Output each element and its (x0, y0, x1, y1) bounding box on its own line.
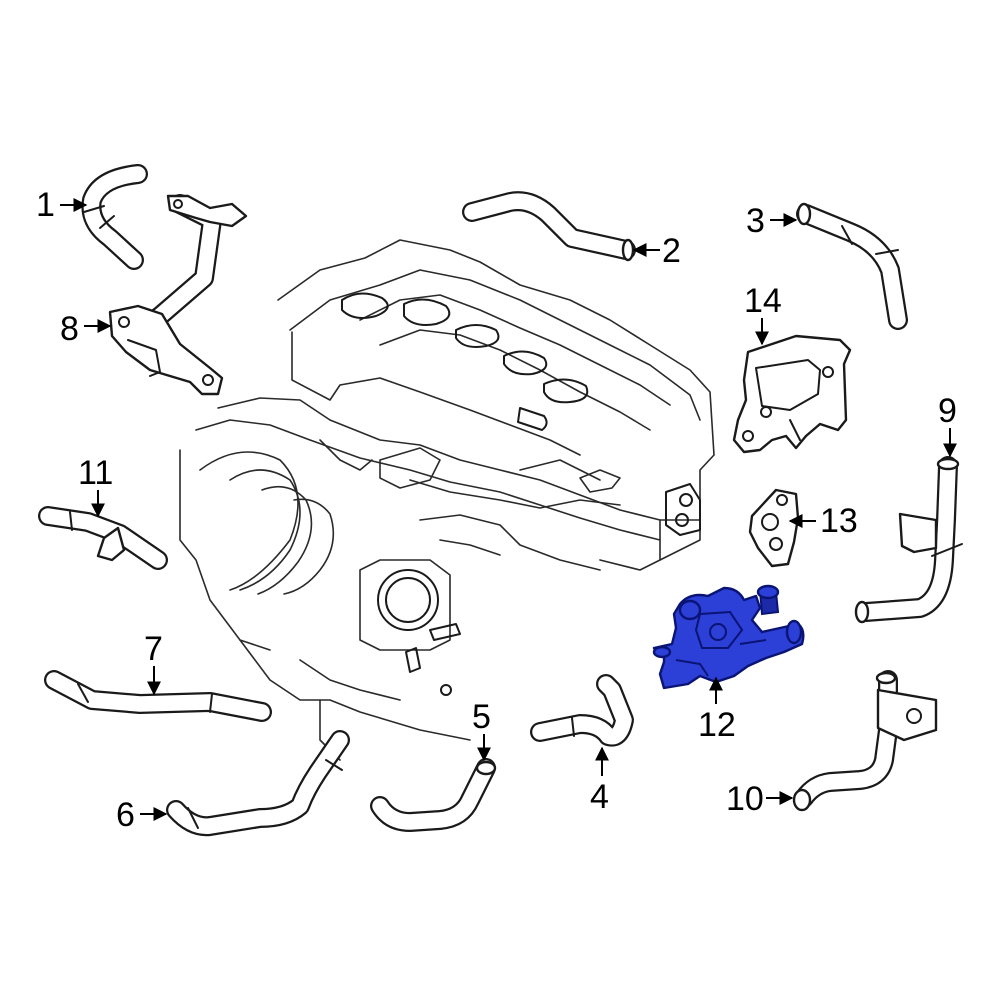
callout-12: 12 (698, 676, 736, 744)
part-12-water-outlet-highlighted (652, 584, 805, 690)
callout-7: 7 (144, 630, 163, 696)
part-8-pipe-bracket (108, 194, 248, 396)
svg-text:4: 4 (590, 778, 609, 816)
engine-assembly (179, 239, 715, 761)
svg-text:2: 2 (662, 232, 681, 270)
callout-3: 3 (746, 202, 798, 240)
svg-text:1: 1 (36, 186, 55, 224)
callout-6: 6 (116, 796, 168, 834)
svg-text:13: 13 (820, 502, 858, 540)
callout-11: 11 (78, 454, 113, 518)
part-4-hose (530, 674, 634, 747)
callout-8: 8 (60, 310, 112, 348)
callout-5: 5 (472, 698, 491, 762)
svg-text:5: 5 (472, 698, 491, 736)
callouts: 1 2 3 4 5 6 7 8 (36, 186, 957, 834)
svg-text:8: 8 (60, 310, 79, 348)
part-1-hose (81, 164, 148, 270)
part-14-bracket (732, 334, 852, 454)
callout-4: 4 (590, 746, 609, 816)
part-6-hose (166, 730, 350, 837)
part-9-hose (854, 456, 963, 624)
svg-text:9: 9 (938, 392, 957, 430)
callout-10: 10 (726, 780, 794, 818)
callout-13: 13 (788, 502, 858, 540)
part-3-hose (796, 202, 908, 330)
svg-text:11: 11 (78, 454, 113, 492)
svg-text:6: 6 (116, 796, 135, 834)
svg-text:7: 7 (144, 630, 163, 668)
svg-text:12: 12 (698, 706, 736, 744)
part-7-hose (44, 670, 272, 722)
callout-2: 2 (632, 232, 681, 270)
svg-text:14: 14 (744, 282, 782, 320)
svg-text:10: 10 (726, 780, 764, 818)
part-10-hose (792, 670, 938, 812)
part-2-hose (462, 191, 636, 262)
part-5-hose (370, 758, 497, 832)
callout-14: 14 (744, 282, 782, 346)
part-11-pipe (38, 506, 168, 570)
callout-1: 1 (36, 186, 88, 224)
part-13-gasket (748, 488, 800, 568)
callout-9: 9 (938, 392, 957, 458)
svg-text:3: 3 (746, 202, 765, 240)
